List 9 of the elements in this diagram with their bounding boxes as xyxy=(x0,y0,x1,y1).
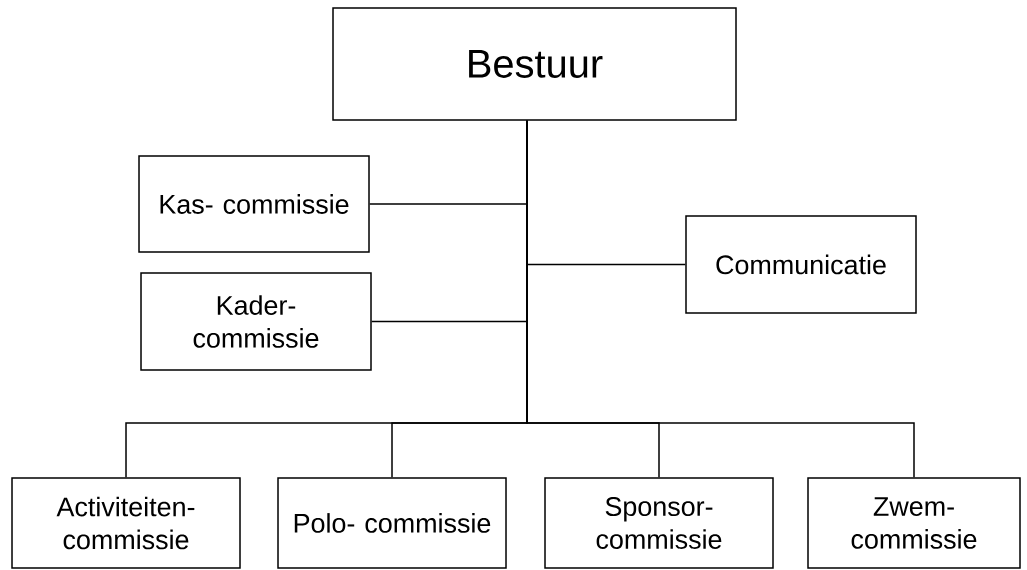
org-box: Kas- commissie xyxy=(138,155,370,253)
org-box: Kader- commissie xyxy=(140,272,372,371)
org-box: Communicatie xyxy=(685,215,917,314)
org-box: Zwem- commissie xyxy=(807,477,1021,569)
org-box: Sponsor- commissie xyxy=(544,477,774,569)
org-box: Polo- commissie xyxy=(277,477,507,569)
org-box: Bestuur xyxy=(332,7,737,121)
connector-line xyxy=(526,120,915,478)
org-box: Activiteiten- commissie xyxy=(11,477,241,569)
